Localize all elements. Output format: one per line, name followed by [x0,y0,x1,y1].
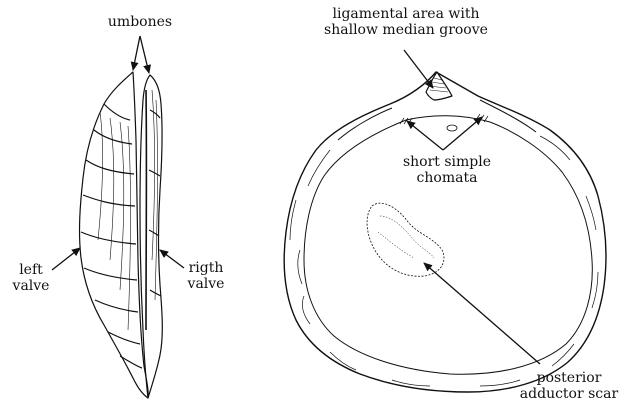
ligamental-arrow [404,50,433,88]
right-valve-arrow [160,250,184,268]
left-valve-arrow [52,248,80,270]
label-right-valve: rigth valve [182,260,230,292]
side-view-shell [80,72,163,398]
shell-outer-margin [284,72,606,392]
small-muscle-scar [447,125,457,131]
label-ligamental-line2: shallow median groove [306,22,506,38]
label-right-valve-line2: valve [182,276,230,292]
label-right-valve-line1: rigth [182,260,230,276]
label-adductor-scar: posterior adductor scar [508,370,630,402]
label-left-valve-line1: left [8,262,54,278]
chomata-arrow-left [407,121,443,150]
interior-view-shell [284,72,606,392]
label-ligamental-line1: ligamental area with [306,6,506,22]
adductor-scar [367,203,444,276]
umbones-arrow-right [140,36,149,73]
adductor-arrow [424,263,540,364]
chomata-arrow-right [443,117,482,150]
label-umbones: umbones [98,14,182,30]
label-left-valve: left valve [8,262,54,294]
label-left-valve-line2: valve [8,278,54,294]
label-chomata-line2: chomata [392,170,502,186]
umbones-arrow-left [133,36,140,70]
label-chomata: short simple chomata [392,154,502,186]
label-chomata-line1: short simple [392,154,502,170]
label-ligamental-area: ligamental area with shallow median groo… [306,6,506,38]
label-adductor-line2: adductor scar [508,386,630,402]
label-adductor-line1: posterior [508,370,630,386]
right-valve-outline [140,75,162,398]
